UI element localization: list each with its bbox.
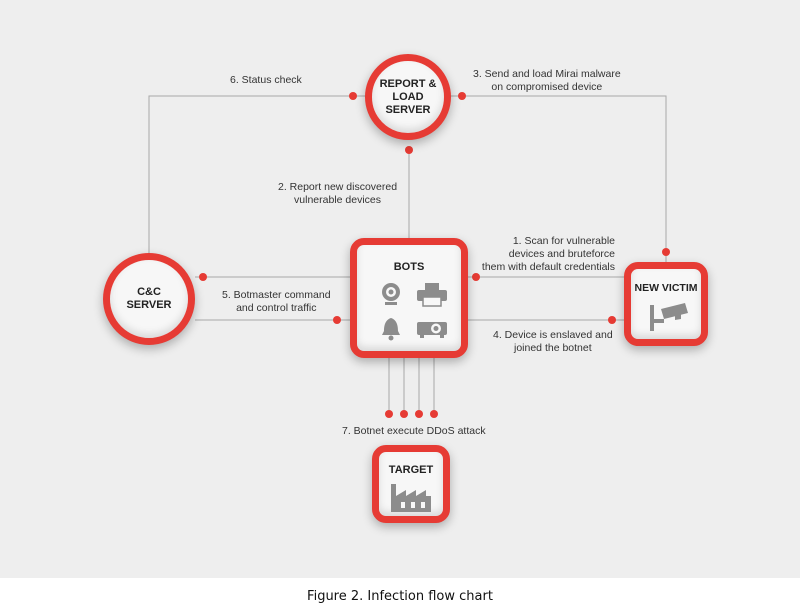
arrow-dot xyxy=(430,410,438,418)
bots-label: BOTS xyxy=(393,261,425,273)
arrow-dot xyxy=(385,410,393,418)
step-7-label: 7. Botnet execute DDoS attack xyxy=(342,425,486,437)
step-5-label: 5. Botmaster command and control traffic xyxy=(222,289,331,314)
arrow-dot xyxy=(415,410,423,418)
arrow-dot xyxy=(405,146,413,154)
factory-icon xyxy=(391,484,431,512)
bell-icon xyxy=(382,318,400,341)
new-victim-node: NEW VICTIM xyxy=(624,262,708,346)
figure-caption: Figure 2. Infection flow chart xyxy=(307,589,493,604)
arrow-dot xyxy=(472,273,480,281)
security-camera-icon xyxy=(650,303,688,331)
target-node: TARGET xyxy=(372,445,450,523)
webcam-icon xyxy=(382,283,400,305)
arrow-dot xyxy=(458,92,466,100)
arrow-dot xyxy=(199,273,207,281)
send-malware-line xyxy=(445,95,667,262)
status-check-line xyxy=(148,95,370,255)
arrow-dot xyxy=(333,316,341,324)
infection-flow-diagram: REPORT & LOAD SERVER C&C SERVER BOTS xyxy=(0,0,800,578)
projector-icon xyxy=(417,322,447,338)
arrow-dot xyxy=(608,316,616,324)
step-2-label: 2. Report new discovered vulnerable devi… xyxy=(278,181,398,206)
step-4-label: 4. Device is enslaved and joined the bot… xyxy=(493,329,613,354)
step-3-label: 3. Send and load Mirai malware on compro… xyxy=(473,68,621,93)
report-load-server-label: REPORT & LOAD SERVER xyxy=(379,77,437,116)
report-load-server-node: REPORT & LOAD SERVER xyxy=(365,54,451,140)
step-6-label: 6. Status check xyxy=(230,74,302,86)
bots-node: BOTS xyxy=(350,238,468,358)
step-1-label: 1. Scan for vulnerable devices and brute… xyxy=(481,235,615,273)
cnc-server-label: C&C SERVER xyxy=(126,286,172,311)
connector-lines xyxy=(148,92,670,418)
printer-icon xyxy=(417,283,447,307)
arrow-dot xyxy=(662,248,670,256)
cnc-server-node: C&C SERVER xyxy=(103,253,195,345)
new-victim-label: NEW VICTIM xyxy=(634,282,698,294)
target-label: TARGET xyxy=(388,464,434,476)
arrow-dot xyxy=(349,92,357,100)
arrow-dot xyxy=(400,410,408,418)
